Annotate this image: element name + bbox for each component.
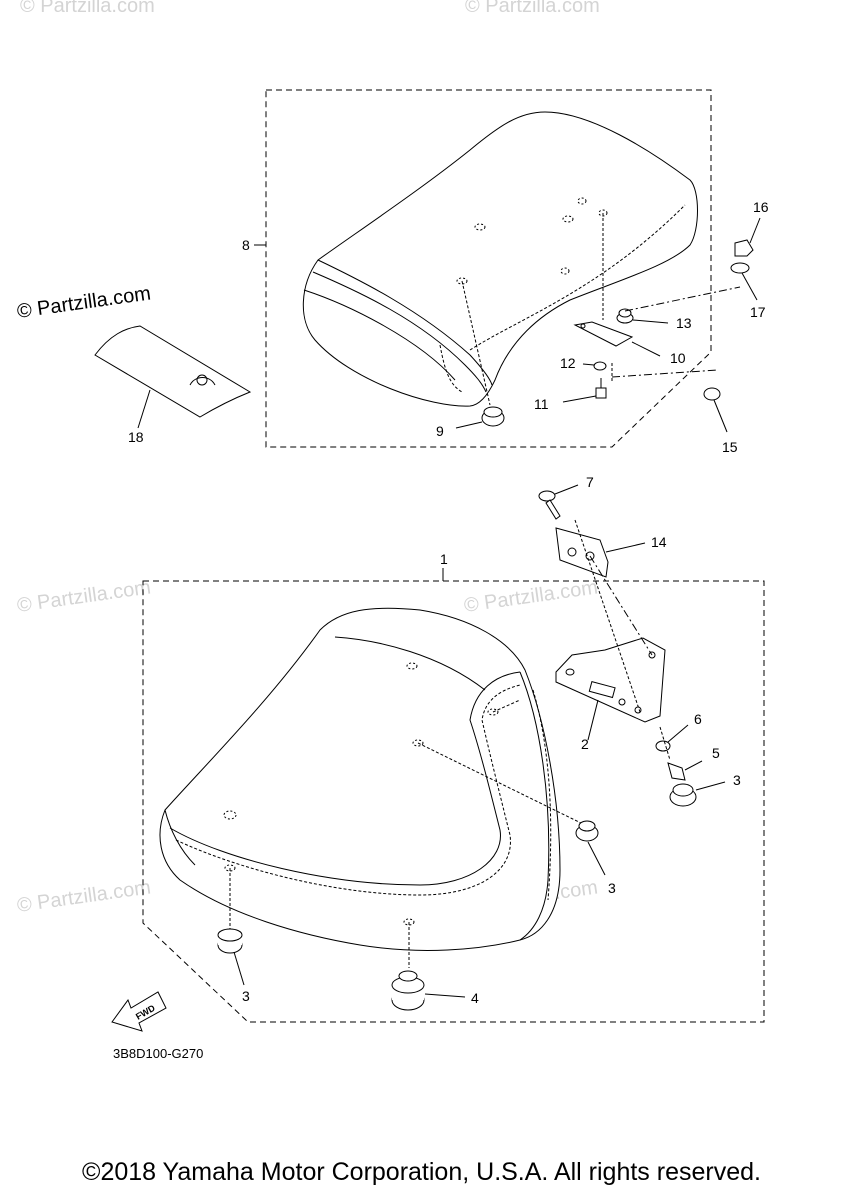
callout-16: 16 bbox=[753, 199, 769, 215]
washer-part-6 bbox=[655, 740, 671, 752]
damper-part-3 bbox=[575, 820, 599, 842]
callout-17: 17 bbox=[750, 304, 766, 320]
nut-part-15 bbox=[703, 387, 721, 401]
watermark-text: © Partzilla.com bbox=[465, 0, 600, 17]
callout-1: 1 bbox=[440, 551, 448, 567]
pillion-seat bbox=[302, 111, 698, 407]
callout-9: 9 bbox=[436, 423, 444, 439]
callout-12: 12 bbox=[560, 355, 576, 371]
bolt-part-11 bbox=[595, 387, 607, 399]
damper-part-3 bbox=[217, 928, 243, 954]
callout-7: 7 bbox=[586, 474, 594, 490]
callout-15: 15 bbox=[722, 439, 738, 455]
fwd-arrow-icon: FWD bbox=[111, 991, 167, 1032]
callout-4: 4 bbox=[471, 990, 479, 1006]
partzilla-watermark: © Partzilla.com bbox=[16, 282, 153, 323]
washer-part-12 bbox=[593, 361, 607, 371]
callout-numbers: 1 2 3 3 3 4 5 6 7 8 9 10 11 12 13 14 15 … bbox=[128, 199, 769, 1006]
callout-6: 6 bbox=[694, 711, 702, 727]
callout-3: 3 bbox=[242, 988, 250, 1004]
callout-3: 3 bbox=[608, 880, 616, 896]
callout-11: 11 bbox=[534, 396, 549, 412]
bracket-part-10 bbox=[573, 321, 634, 347]
bracket-part-2 bbox=[555, 637, 666, 723]
bracket-part-14 bbox=[555, 527, 609, 578]
bolt-part-5 bbox=[667, 762, 686, 781]
callout-14: 14 bbox=[651, 534, 667, 550]
rider-seat bbox=[159, 607, 561, 951]
damper-part-4 bbox=[391, 970, 425, 1011]
washer-part-17 bbox=[730, 262, 750, 274]
passenger-seat-assembly bbox=[254, 89, 761, 448]
watermark-text: © Partzilla.com bbox=[463, 576, 600, 617]
callout-8: 8 bbox=[242, 237, 250, 253]
seat-cover-part-18 bbox=[94, 325, 252, 429]
callout-2: 2 bbox=[581, 736, 589, 752]
cap-nut-part-16 bbox=[734, 239, 754, 257]
callout-5: 5 bbox=[712, 745, 720, 761]
damper-part-3 bbox=[669, 783, 697, 807]
diagram-code: 3B8D100-G270 bbox=[113, 1046, 203, 1061]
watermark-text: © Partzilla.com bbox=[16, 576, 153, 617]
copyright-notice: ©2018 Yamaha Motor Corporation, U.S.A. A… bbox=[82, 1158, 761, 1186]
bolt-part-7 bbox=[538, 490, 556, 502]
callout-10: 10 bbox=[670, 350, 686, 366]
rider-seat-assembly bbox=[142, 484, 765, 1023]
callout-18: 18 bbox=[128, 429, 144, 445]
callout-3: 3 bbox=[733, 772, 741, 788]
watermark-text: © Partzilla.com bbox=[20, 0, 155, 17]
watermark-text: © Partzilla.com bbox=[16, 876, 153, 917]
callout-13: 13 bbox=[676, 315, 692, 331]
